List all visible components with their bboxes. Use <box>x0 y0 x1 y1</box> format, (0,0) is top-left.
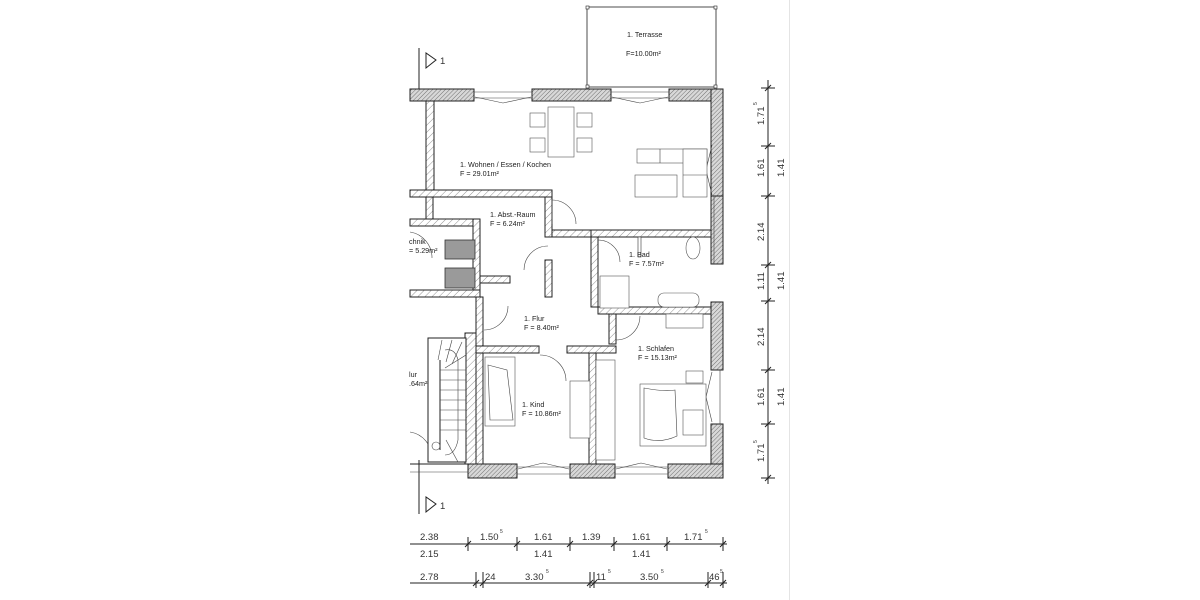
doors <box>409 199 641 459</box>
svg-text:1.61: 1.61 <box>756 159 767 178</box>
svg-text:2.14: 2.14 <box>756 223 767 242</box>
svg-text:5: 5 <box>661 569 664 575</box>
room-label-abst: 1. Abst.-Raum <box>490 210 536 219</box>
svg-text:3.30: 3.30 <box>525 572 544 583</box>
svg-text:1.41: 1.41 <box>632 549 651 560</box>
svg-text:1.41: 1.41 <box>776 272 787 291</box>
svg-text:1.41: 1.41 <box>776 388 787 407</box>
room-label-schlafen: 1. Schlafen <box>638 344 674 353</box>
kids-room-furniture <box>484 356 591 439</box>
exterior-wall-bottom <box>410 462 724 479</box>
svg-text:1.71: 1.71 <box>756 444 767 463</box>
svg-text:5: 5 <box>546 569 549 575</box>
svg-text:3.50: 3.50 <box>640 572 659 583</box>
dimension-chain-right: 1.71 5 1.61 2.14 1.11 2.14 1.61 1.71 5 1… <box>753 80 787 484</box>
room-label-bad: 1. Bad <box>629 250 650 259</box>
room-area-bad: F = 7.57m² <box>629 259 665 268</box>
svg-text:1: 1 <box>440 56 445 67</box>
exterior-wall-top <box>409 88 724 104</box>
svg-text:1.39: 1.39 <box>582 532 601 543</box>
room-label-flur: 1. Flur <box>524 314 545 323</box>
svg-text:24: 24 <box>485 572 496 583</box>
room-label-wohnen: 1. Wohnen / Essen / Kochen <box>460 160 551 169</box>
exterior-wall-right <box>705 88 724 477</box>
terrace: 1. Terrasse F=10.00m² <box>585 5 718 89</box>
room-label-kind: 1. Kind <box>522 400 544 409</box>
section-marker-bottom: 1 <box>418 460 445 514</box>
svg-text:1: 1 <box>440 501 445 512</box>
svg-text:1.41: 1.41 <box>534 549 553 560</box>
dimension-chain-bottom-2: 2.78 24 3.30 5 11 5 3.50 5 46 5 <box>410 569 727 588</box>
room-area-terrasse: F=10.00m² <box>626 49 662 58</box>
svg-text:1.61: 1.61 <box>632 532 651 543</box>
room-label-terrasse: 1. Terrasse <box>627 30 662 39</box>
bathroom-fixtures <box>599 236 704 329</box>
svg-text:11: 11 <box>596 572 606 583</box>
svg-text:2.78: 2.78 <box>420 572 439 583</box>
svg-text:2.14: 2.14 <box>756 328 767 347</box>
svg-text:2.15: 2.15 <box>420 549 439 560</box>
svg-text:5: 5 <box>608 569 611 575</box>
room-label-treppen-flur: lur <box>409 370 418 379</box>
room-labels: 1. Wohnen / Essen / Kochen F = 29.01m² 1… <box>409 160 678 418</box>
room-area-technik: = 5.29m² <box>409 246 438 255</box>
room-area-schlafen: F = 15.13m² <box>638 353 678 362</box>
room-area-flur: F = 8.40m² <box>524 323 560 332</box>
technik-appliances <box>444 239 476 289</box>
dining-table-set <box>529 106 593 158</box>
dimension-chain-bottom-1: 2.38 1.50 5 1.61 1.39 1.61 1.71 5 2.15 1… <box>410 529 727 560</box>
bedroom-furniture <box>595 359 707 461</box>
room-area-kind: F = 10.86m² <box>522 409 562 418</box>
room-area-abst: F = 6.24m² <box>490 219 526 228</box>
interior-walls <box>409 100 712 465</box>
staircase <box>427 337 467 463</box>
svg-text:1.11: 1.11 <box>756 272 767 290</box>
svg-text:1.50: 1.50 <box>480 532 499 543</box>
svg-text:1.71: 1.71 <box>756 107 767 126</box>
svg-text:2.38: 2.38 <box>420 532 439 543</box>
svg-text:5: 5 <box>500 529 503 535</box>
room-area-wohnen: F = 29.01m² <box>460 169 500 178</box>
svg-text:5: 5 <box>720 569 723 575</box>
svg-text:5: 5 <box>753 440 759 443</box>
room-area-treppen-flur: .64m² <box>409 379 428 388</box>
svg-text:1.41: 1.41 <box>776 159 787 178</box>
svg-text:1.71: 1.71 <box>684 532 703 543</box>
svg-text:1.61: 1.61 <box>534 532 553 543</box>
svg-text:1.61: 1.61 <box>756 388 767 407</box>
svg-text:46: 46 <box>709 572 720 583</box>
svg-text:5: 5 <box>753 102 759 105</box>
room-label-technik: chnik <box>409 237 426 246</box>
page-edge-line <box>789 0 790 600</box>
svg-text:5: 5 <box>705 529 708 535</box>
sofa <box>634 148 708 198</box>
